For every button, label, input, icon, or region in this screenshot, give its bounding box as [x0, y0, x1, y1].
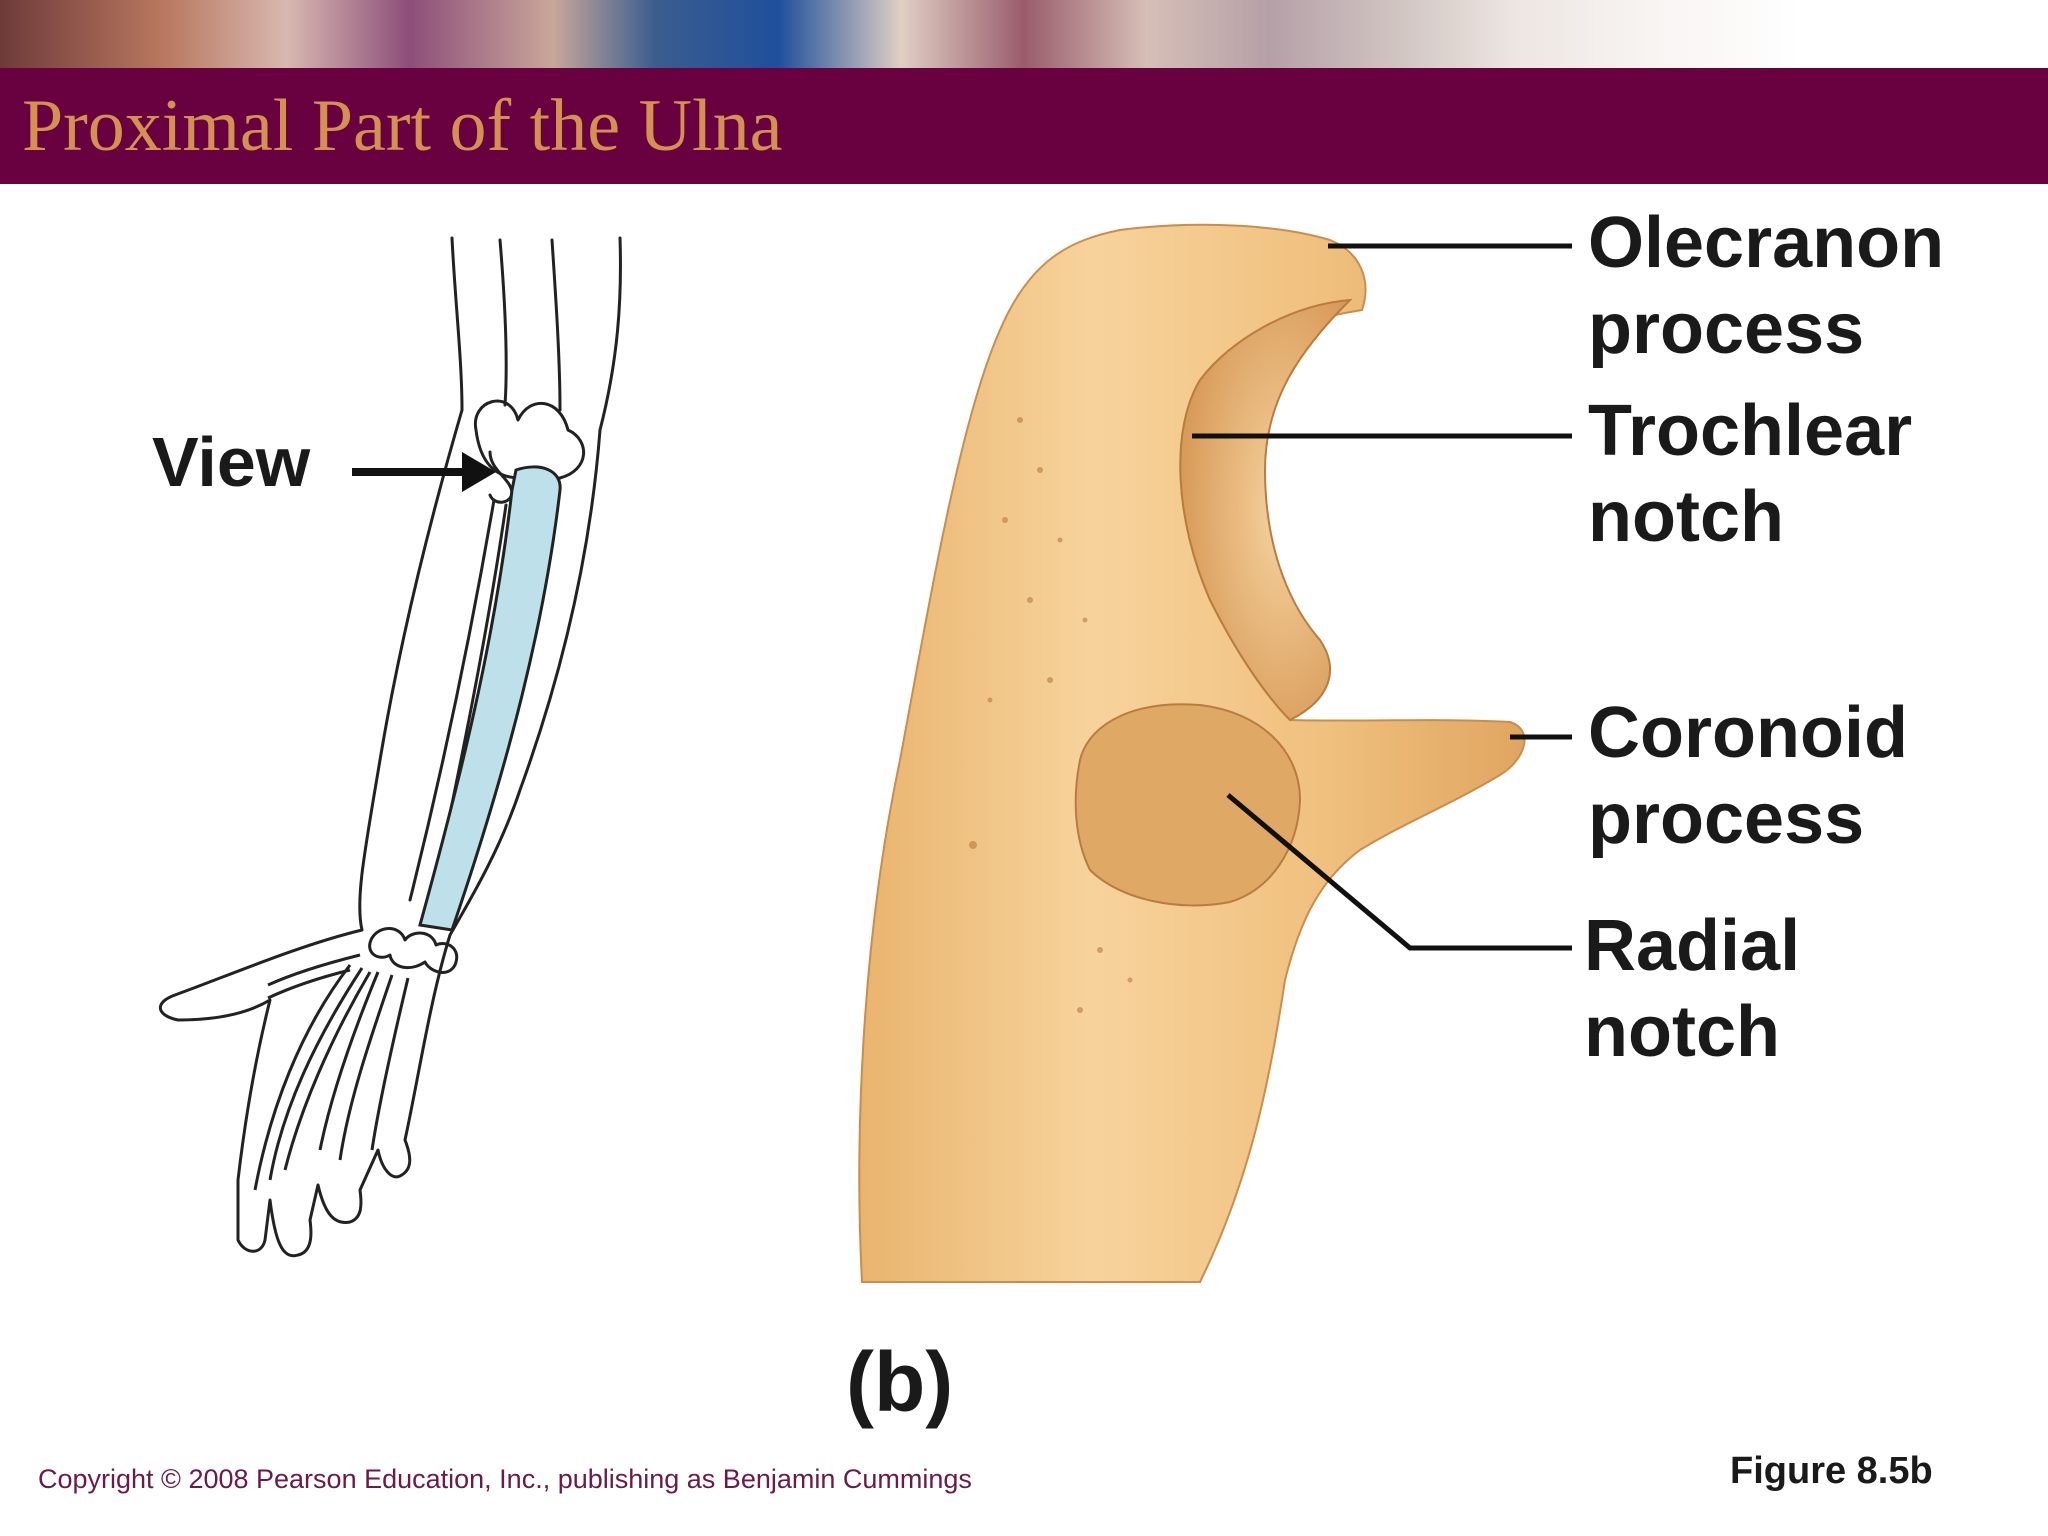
view-label: View	[152, 423, 311, 501]
label-olecranon-line1: Olecranon	[1588, 203, 1945, 283]
title-bar	[0, 68, 2048, 184]
upper-arm-outline-left	[450, 236, 464, 412]
trochlear-notch-surface	[1179, 298, 1353, 722]
finger-bones-1	[318, 971, 394, 1161]
label-coronoid-process: Coronoid process	[1588, 690, 1908, 862]
finger-bones-2	[370, 977, 410, 1151]
label-coronoid-line1: Coronoid	[1588, 693, 1908, 773]
upper-arm-outline-right	[598, 236, 622, 432]
label-radial-line2: notch	[1584, 992, 1780, 1072]
elbow-condyle	[473, 399, 585, 480]
humerus-right	[550, 238, 562, 412]
humerus-left	[498, 238, 508, 407]
leader-radial	[1226, 793, 1572, 951]
radial-notch-surface	[1074, 703, 1302, 907]
copyright-text: Copyright © 2008 Pearson Education, Inc.…	[38, 1464, 972, 1494]
forearm-outline-right	[448, 428, 602, 937]
decorative-banner	[0, 0, 2048, 68]
carpal-bones	[368, 927, 459, 974]
label-olecranon-process: Olecranon process	[1588, 200, 1944, 372]
figure-label: Figure 8.5b	[1730, 1450, 1933, 1492]
slide-title: Proximal Part of the Ulna	[22, 85, 783, 167]
view-arrow-head	[462, 452, 496, 492]
forearm-outline-left	[358, 408, 464, 932]
label-trochlear-notch: Trochlear notch	[1588, 388, 1912, 560]
label-radial-notch: Radial notch	[1584, 903, 1800, 1075]
ulna-highlight	[418, 465, 562, 932]
label-trochlear-line1: Trochlear	[1588, 391, 1913, 471]
panel-label: (b)	[846, 1335, 954, 1429]
finger-bones-4	[253, 964, 352, 1191]
label-coronoid-line2: process	[1588, 779, 1865, 859]
label-olecranon-line2: process	[1588, 289, 1865, 369]
thumb-bones	[267, 953, 361, 1000]
label-trochlear-line2: notch	[1588, 477, 1784, 557]
palm-outline	[158, 928, 452, 1258]
label-radial-line1: Radial	[1584, 906, 1801, 986]
finger-bones-3	[268, 967, 372, 1181]
